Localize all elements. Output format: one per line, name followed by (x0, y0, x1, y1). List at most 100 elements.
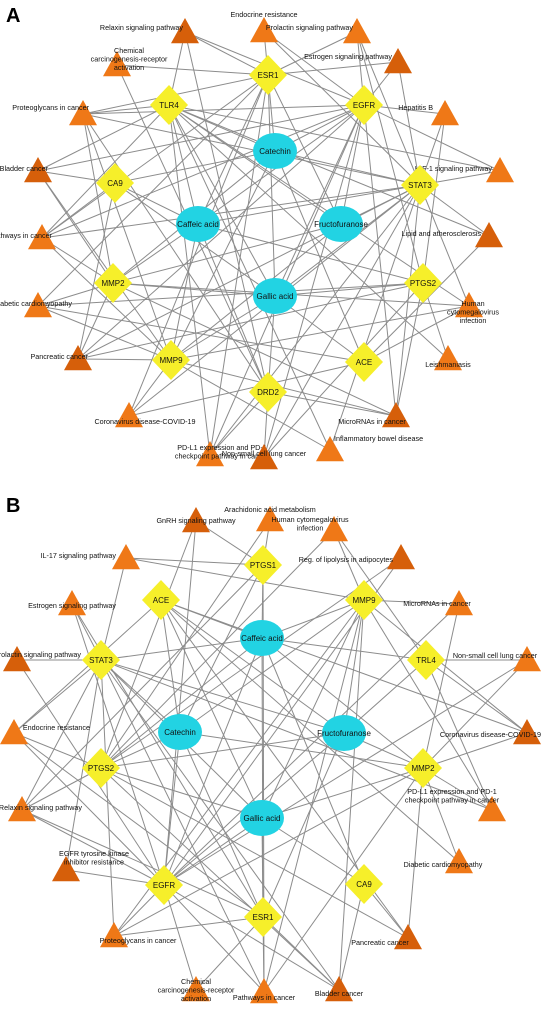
pathway-node-p14 (64, 345, 92, 371)
edge-egfr-p1 (263, 30, 365, 106)
edge-gal-ace (160, 599, 263, 819)
pathway-label-q19: Pathways in cancer (233, 993, 296, 1002)
pathway-label-q7: MicroRNAs in cancer (403, 599, 471, 608)
edge-mmp2-q16 (113, 767, 424, 937)
edge-trl4-q11 (425, 659, 528, 734)
target-label-mmp2: MMP2 (411, 764, 435, 773)
pathway-label-line: checkpoint pathway in cancer (405, 796, 500, 805)
edge-esr1-p3 (267, 31, 358, 76)
target-node-mmp2 (404, 748, 442, 788)
edge-caf-mmp9 (170, 223, 199, 361)
panel-a-letter: A (6, 5, 20, 27)
pathway-label-q11: Coronavirus disease-COVID-19 (440, 730, 541, 739)
edge-stat3-p20 (263, 184, 421, 459)
edge-tlr4-p8 (37, 104, 170, 172)
edge-ca9-p14 (77, 182, 116, 360)
edge-gal-tlr4 (168, 104, 276, 297)
pathway-label-line: carcinogenesis-receptor (91, 55, 168, 64)
pathway-label-q16: Proteoglycans in cancer (100, 936, 177, 945)
edge-esr1-q20 (262, 916, 340, 991)
pathway-node-q5 (387, 544, 415, 570)
compound-node-fru (319, 206, 363, 242)
compound-label-gal: Gallic acid (257, 292, 294, 301)
edge-esr1-p2 (184, 31, 269, 76)
edge-ptgs2-q20 (100, 767, 340, 991)
edge-fru-stat3 (100, 659, 345, 734)
pathway-node-q9 (513, 646, 541, 672)
pathway-node-q3 (320, 516, 348, 542)
edge-ace-p12 (37, 305, 365, 363)
pathway-label-p8: Bladder cancer (0, 164, 49, 173)
compound-label-caf: Caffeic acid (177, 220, 219, 229)
edge-mmp9-p19 (170, 359, 331, 451)
edge-caf-ptgs2 (100, 637, 263, 769)
edge-ptgs2-p12 (37, 282, 424, 307)
edge-mmp9-q20 (338, 599, 365, 991)
edge-egfr-q2 (163, 520, 197, 886)
target-label-mmp9: MMP9 (352, 596, 376, 605)
edge-fru-ptgs2 (100, 732, 345, 769)
edge-esr1-p5 (267, 61, 399, 76)
edge-stat3-p5 (397, 61, 421, 186)
compound-label-cat: Catechin (259, 147, 291, 156)
edge-gal-egfr (274, 104, 365, 297)
pathway-label-line: EGFR tyrosine kinase (59, 849, 129, 858)
target-node-esr1 (249, 55, 287, 95)
edge-esr1-p12 (37, 74, 269, 307)
target-node-egfr (345, 85, 383, 125)
edge-esr1-p16 (128, 74, 269, 417)
edge-stat3-p18 (209, 184, 421, 456)
edge-stat3-q13 (100, 659, 493, 811)
target-label-ptgs2: PTGS2 (88, 764, 115, 773)
edge-egfr-q10 (13, 732, 165, 886)
pathway-label-q15: Diabetic cardiomyopathy (404, 860, 483, 869)
edge-esr1-p4 (116, 64, 269, 76)
edge-mmp2-q19 (263, 767, 424, 993)
target-label-esr1: ESR1 (258, 71, 279, 80)
pathway-label-p2: Relaxin signaling pathway (100, 23, 184, 32)
edge-ptgs2-q10 (13, 732, 102, 769)
edge-esr1-q18 (195, 916, 264, 991)
compound-label-fru: Fructofuranose (314, 220, 368, 229)
pathway-label-p17: MicroRNAs in cancer (338, 417, 406, 426)
edge-stat3-q4 (100, 557, 127, 661)
edge-caf-tlr4 (168, 104, 199, 225)
edge-stat3-q20 (100, 659, 340, 991)
edge-mmp2-q9 (422, 659, 528, 769)
pathway-node-p8 (24, 157, 52, 183)
edge-stat3-q19 (100, 659, 265, 993)
edge-ptgs2-p20 (263, 282, 424, 459)
pathway-label-q2: GnRH signaling pathway (156, 516, 236, 525)
edge-cat-esr1 (179, 731, 264, 918)
edge-cat-ptgs1 (179, 564, 264, 733)
edge-stat3-p19 (329, 184, 421, 451)
pathway-label-p3: Prolactin signaling pathway (266, 23, 354, 32)
edge-fru-esr1 (262, 732, 345, 918)
edge-caf-egfr (163, 637, 263, 886)
edge-trl4-q13 (425, 659, 493, 811)
edge-esr1-q12 (21, 809, 264, 918)
edge-ptgs2-p14 (77, 282, 424, 360)
compound-label-fru: Fructofuranose (317, 729, 371, 738)
edge-egfr-q19 (163, 884, 265, 993)
pathway-node-q18 (182, 976, 210, 1002)
target-node-ptgs1 (244, 545, 282, 585)
target-node-mmp2 (94, 263, 132, 303)
edge-mmp9-p8 (37, 170, 172, 361)
edge-ace-q10 (13, 599, 162, 734)
pathway-node-q13 (478, 796, 506, 822)
edge-cat-ace (274, 150, 365, 363)
pathway-node-p9 (486, 157, 514, 183)
edge-mmp9-q19 (263, 599, 365, 993)
edge-drd2-p6 (82, 113, 269, 393)
edge-mmp9-p12 (37, 305, 172, 361)
edge-stat3-p10 (41, 184, 421, 239)
edge-ptgs2-q17 (100, 767, 409, 939)
compound-node-caf (240, 620, 284, 656)
pathway-node-p10 (28, 224, 56, 250)
edge-mmp9-q4 (125, 557, 365, 601)
edge-mmp9-p10 (41, 237, 172, 361)
target-node-stat3 (82, 640, 120, 680)
